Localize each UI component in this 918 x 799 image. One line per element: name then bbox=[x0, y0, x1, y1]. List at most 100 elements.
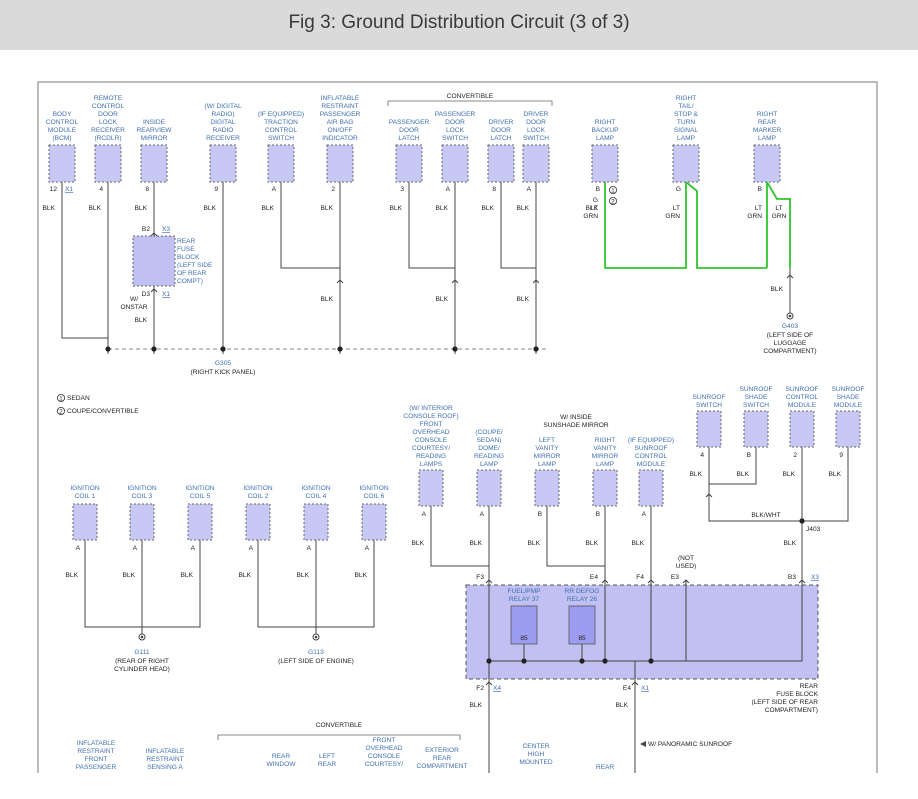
pin-label: A bbox=[272, 186, 277, 193]
wire-color: GRN bbox=[747, 213, 762, 220]
rear-fuse-block-label: (LEFT SIDE bbox=[177, 262, 213, 269]
legend-circle bbox=[57, 406, 66, 415]
component-label: TAIL/ bbox=[678, 103, 693, 110]
coil-label: COIL 3 bbox=[132, 493, 153, 500]
wire-color: BLK bbox=[43, 205, 56, 212]
rear-fuse-block-label: COMPT) bbox=[177, 278, 203, 285]
coil-connector bbox=[245, 503, 271, 541]
component-connector bbox=[591, 144, 619, 183]
bottom-component-label: HIGH bbox=[528, 751, 545, 758]
component-label: CONSOLE ROOF) bbox=[403, 413, 458, 420]
g113-ground bbox=[314, 635, 318, 639]
ground-location: COMPARTMENT) bbox=[763, 348, 816, 355]
coil-connector bbox=[303, 503, 329, 541]
bottom-component-label: EXTERIOR bbox=[425, 747, 459, 754]
component-label: LAMPS bbox=[420, 461, 443, 468]
wire-color: BLK bbox=[355, 572, 368, 579]
connector-id: X3 bbox=[162, 226, 170, 233]
ground-location: LUGGAGE bbox=[774, 340, 807, 347]
wire-color: G bbox=[593, 197, 598, 204]
inline-connector bbox=[150, 232, 158, 237]
g305-splice bbox=[452, 346, 458, 352]
coil-label: IGNITION bbox=[127, 485, 157, 492]
component-label: TRACTION bbox=[264, 119, 298, 126]
component-connector bbox=[476, 469, 502, 507]
sunroof-connector bbox=[743, 410, 769, 448]
component-label: CONTROL bbox=[635, 453, 668, 460]
sunroof-label: SHADE bbox=[745, 394, 768, 401]
component-label: LAMP bbox=[480, 461, 499, 468]
bus-splice bbox=[486, 658, 492, 664]
bottom-component-label: INFLATABLE bbox=[77, 740, 116, 747]
component-connector bbox=[672, 144, 700, 183]
inline-connector bbox=[647, 579, 655, 584]
pin-label: B bbox=[758, 186, 763, 193]
component-label: READING bbox=[474, 453, 504, 460]
component-label: MIRROR bbox=[592, 453, 619, 460]
page-title: Fig 3: Ground Distribution Circuit (3 of… bbox=[288, 12, 630, 33]
convertible-bracket-top bbox=[387, 100, 553, 106]
sunroof-label: MODULE bbox=[788, 402, 817, 409]
inline-connector bbox=[601, 579, 609, 584]
bottom-component-label: REAR bbox=[433, 755, 452, 762]
inline-connector bbox=[485, 681, 493, 686]
w-onstar-label: W/ bbox=[130, 296, 138, 303]
rear-fuse-block-label: COMPARTMENT) bbox=[765, 707, 818, 714]
relay-label: FUEL/PMP bbox=[508, 588, 542, 595]
sunroof-label: SHADE bbox=[837, 394, 860, 401]
sunroof-label: SUNROOF bbox=[693, 394, 726, 401]
wire-color: BLK bbox=[586, 540, 599, 547]
coil-label: IGNITION bbox=[359, 485, 389, 492]
pin-label: E4 bbox=[590, 574, 598, 581]
rear-fuse-block-compt bbox=[132, 235, 176, 287]
wire-backup-green bbox=[604, 182, 687, 269]
ground-location: (LEFT SIDE OF ENGINE) bbox=[278, 658, 354, 665]
bus-splice bbox=[648, 658, 654, 664]
coil-connector bbox=[187, 503, 213, 541]
pin-label: F4 bbox=[636, 574, 644, 581]
inline-connector bbox=[336, 279, 344, 284]
bottom-component-label: FRONT bbox=[373, 737, 396, 744]
component-connector bbox=[395, 144, 423, 183]
rear-fuse-block-label: (LEFT SIDE OF REAR bbox=[751, 699, 818, 706]
bottom-component-label: LEFT bbox=[319, 753, 335, 760]
pin-label: 8 bbox=[492, 186, 496, 193]
pin-label: A bbox=[76, 545, 81, 552]
panoramic-label: W/ PANORAMIC SUNROOF bbox=[648, 741, 732, 748]
component-label: (IF EQUIPPED) bbox=[628, 437, 674, 444]
g305-splice bbox=[337, 346, 343, 352]
wire-color: BLK bbox=[123, 572, 136, 579]
wire-color: BLK bbox=[89, 205, 102, 212]
sunroof-label: MODULE bbox=[834, 402, 863, 409]
wire-color: BLK bbox=[204, 205, 217, 212]
legend-circle: 2 bbox=[59, 408, 63, 415]
component-label: LOCK bbox=[527, 127, 546, 134]
pin-label: B bbox=[747, 452, 752, 459]
wire-color: BLK bbox=[616, 702, 629, 709]
component-label: LAMP bbox=[596, 461, 615, 468]
relay-label: RR DEFOG bbox=[565, 588, 600, 595]
component-label: DRIVER bbox=[489, 119, 514, 126]
pin-label: B bbox=[538, 511, 543, 518]
pin-label: F3 bbox=[476, 574, 484, 581]
legend-circle bbox=[57, 393, 66, 402]
component-label: COURTESY/ bbox=[412, 445, 451, 452]
relay-pin: 85 bbox=[520, 635, 528, 642]
component-label: SWITCH bbox=[523, 135, 549, 142]
component-label: SEDAN) bbox=[477, 437, 502, 444]
component-connector bbox=[487, 144, 515, 183]
sunroof-connector bbox=[789, 410, 815, 448]
coil-label: COIL 2 bbox=[248, 493, 269, 500]
inline-connector bbox=[631, 681, 639, 686]
ground-name: G403 bbox=[782, 323, 798, 330]
pin-label: F2 bbox=[476, 685, 484, 692]
component-label: BODY bbox=[53, 111, 72, 118]
bottom-component-label: OVERHEAD bbox=[365, 745, 402, 752]
wire-color: BLK bbox=[436, 296, 449, 303]
bottom-component-label: REAR bbox=[272, 753, 291, 760]
component-connector bbox=[209, 144, 237, 183]
component-label: RIGHT bbox=[595, 119, 616, 126]
component-label: VANITY bbox=[535, 445, 559, 452]
component-connector bbox=[522, 144, 550, 183]
wire-color: BLK bbox=[690, 471, 703, 478]
